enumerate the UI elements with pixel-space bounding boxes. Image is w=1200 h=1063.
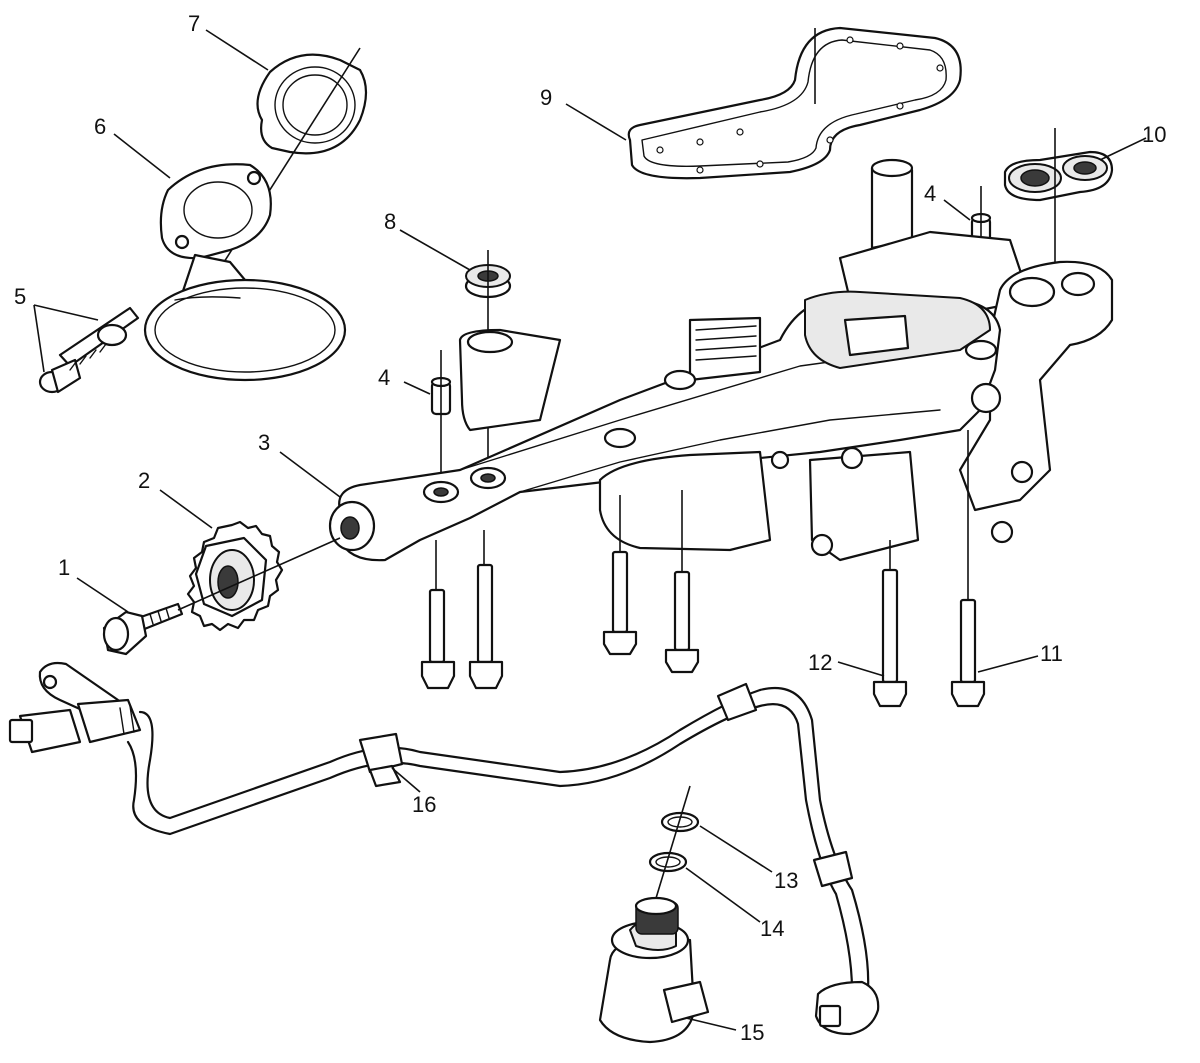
o-ring-13 bbox=[660, 811, 700, 833]
callout-12: 12 bbox=[808, 650, 832, 675]
callout-4-left: 4 bbox=[378, 365, 390, 390]
balance-shaft-housing bbox=[328, 158, 1114, 562]
callout-2: 2 bbox=[138, 468, 150, 493]
pickup-bolts bbox=[38, 306, 140, 394]
sensor-harness bbox=[8, 661, 880, 1036]
sprocket-bolt bbox=[102, 602, 184, 656]
callout-labels: 1 2 3 4 4 5 6 7 8 9 10 11 12 13 14 15 16 bbox=[14, 11, 1166, 1045]
callout-6: 6 bbox=[94, 114, 106, 139]
callout-7: 7 bbox=[188, 11, 200, 36]
o-ring-14 bbox=[648, 851, 688, 873]
callout-9: 9 bbox=[540, 85, 552, 110]
pickup-guide-line bbox=[204, 47, 361, 293]
callout-4-right: 4 bbox=[924, 181, 936, 206]
callout-16: 16 bbox=[412, 792, 436, 817]
callout-14: 14 bbox=[760, 916, 784, 941]
callout-3: 3 bbox=[258, 430, 270, 455]
oil-pickup-screen bbox=[143, 163, 347, 382]
long-bolt-12 bbox=[872, 540, 908, 708]
callout-15: 15 bbox=[740, 1020, 764, 1045]
callout-13: 13 bbox=[774, 868, 798, 893]
mounting-bolt-1 bbox=[420, 540, 456, 690]
callout-1: 1 bbox=[58, 555, 70, 580]
balance-shaft-seals bbox=[1003, 150, 1114, 202]
bolt-guide-line bbox=[177, 537, 341, 611]
callout-10: 10 bbox=[1142, 122, 1166, 147]
mounting-bolt-4 bbox=[664, 490, 700, 674]
callout-5: 5 bbox=[14, 284, 26, 309]
mounting-bolt-3 bbox=[602, 495, 638, 656]
drive-sprocket bbox=[186, 520, 284, 632]
gasket bbox=[627, 26, 962, 180]
long-bolt-11 bbox=[950, 430, 986, 708]
pickup-gasket bbox=[256, 53, 368, 155]
mounting-bolt-2 bbox=[468, 530, 504, 690]
solenoid-guide-line bbox=[649, 785, 691, 919]
callout-leaders bbox=[33, 29, 1147, 1031]
callout-8: 8 bbox=[384, 209, 396, 234]
control-solenoid bbox=[598, 896, 710, 1044]
callout-11: 11 bbox=[1040, 641, 1063, 666]
